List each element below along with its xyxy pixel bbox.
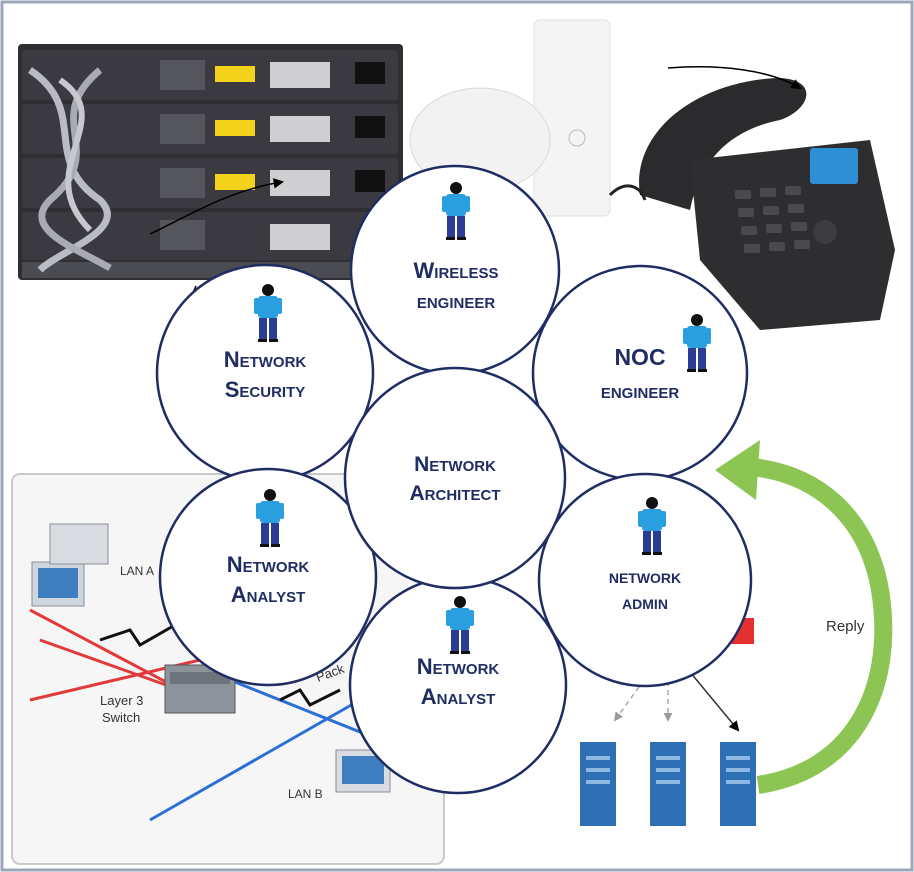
role-line-1: Network [417, 654, 500, 679]
lan-b-label: LAN B [288, 787, 323, 801]
role-line-1: Wireless [414, 258, 499, 283]
role-line-2: engineer [601, 378, 680, 403]
lan-a-label: LAN A [120, 564, 154, 578]
role-line-1: Network [224, 347, 307, 372]
role-line-2: Analyst [421, 684, 496, 709]
role-line-1: Network [414, 453, 496, 476]
role-line-2: engineer [417, 288, 496, 313]
role-noc-engineer: NOC engineer [531, 264, 749, 482]
role-wireless-engineer: Wireless engineer [349, 164, 561, 376]
role-network-security: Network Security [155, 263, 375, 483]
role-network-admin: network admin [537, 472, 753, 688]
ip-phone-image [608, 78, 895, 330]
role-line-1: NOC [614, 344, 665, 370]
reply-diagram-image: Reply [580, 440, 893, 826]
role-line-2: Architect [410, 482, 501, 505]
role-network-architect: Network Architect [343, 366, 567, 590]
switch-arrow [149, 178, 285, 235]
reply-label: Reply [826, 618, 865, 635]
role-line-2: Analyst [231, 582, 306, 607]
switch-stack-image [18, 44, 403, 280]
layer3-label-2: Switch [102, 710, 140, 725]
layer3-label-1: Layer 3 [100, 693, 143, 708]
role-line-2: admin [622, 592, 668, 614]
role-line-2: Security [225, 377, 306, 402]
role-network-analyst-bottom: Network Analyst [348, 575, 568, 795]
role-line-1: Network [227, 552, 310, 577]
role-network-analyst-left: Network Analyst [158, 467, 378, 687]
phone-arrow [667, 66, 802, 90]
role-line-1: network [609, 566, 681, 588]
